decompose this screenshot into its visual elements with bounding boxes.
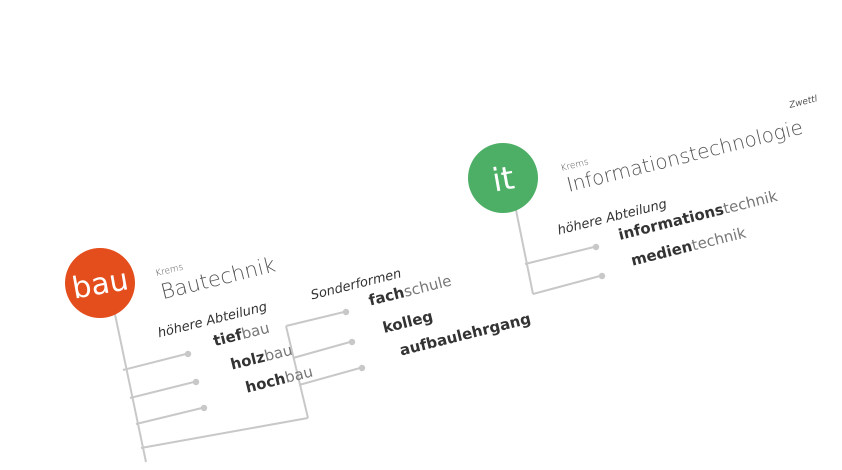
- bau-badge[interactable]: [65, 248, 135, 318]
- it-title: Informationstechnologie: [564, 115, 805, 197]
- bau-tree-lines: [111, 299, 361, 463]
- bau-dot-hoch: [200, 404, 208, 412]
- it-location-2: Zwettl: [787, 94, 819, 111]
- bau-dot-kolleg: [348, 338, 356, 346]
- it-badge[interactable]: [468, 143, 538, 213]
- bau-dot-tief: [184, 350, 192, 358]
- bau-group: bau Krems Bautechnik höhere Abteilung ti…: [65, 248, 533, 463]
- it-dot-medien: [598, 272, 606, 280]
- it-tree-lines: [515, 209, 601, 295]
- it-dot-informations: [592, 243, 600, 251]
- bau-dot-aufbau: [358, 364, 366, 372]
- it-group: it Krems Informationstechnologie höhere …: [468, 94, 819, 295]
- bau-dot-fach: [342, 308, 350, 316]
- bau-sonder-kolleg[interactable]: kolleg: [381, 307, 435, 337]
- bau-dot-holz: [192, 378, 200, 386]
- bau-title: Bautechnik: [158, 252, 278, 304]
